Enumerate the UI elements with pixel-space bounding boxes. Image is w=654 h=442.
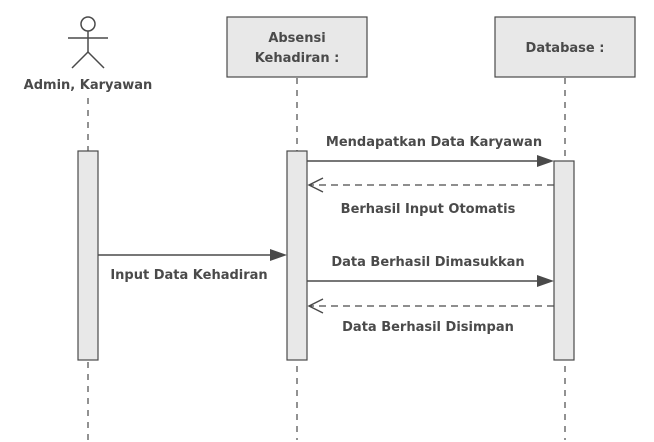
- message-label-4: Data Berhasil Dimasukkan: [331, 255, 524, 270]
- participant-box-absensi: [226, 16, 368, 78]
- arrowhead-1: [537, 155, 554, 167]
- actor-label: Admin, Karyawan: [24, 78, 153, 93]
- activation-absensi: [286, 150, 308, 361]
- participant-absensi-line1: Absensi: [268, 31, 325, 46]
- arrowhead-5: [307, 298, 324, 314]
- stick-figure-icon: [68, 16, 108, 69]
- activation-database: [553, 160, 575, 361]
- message-label-5: Data Berhasil Disimpan: [342, 320, 514, 335]
- participant-absensi-line2: Kehadiran :: [255, 51, 340, 66]
- message-label-2: Berhasil Input Otomatis: [341, 202, 516, 217]
- arrowhead-4: [537, 275, 554, 287]
- arrowhead-2: [307, 177, 324, 193]
- message-label-3: Input Data Kehadiran: [110, 268, 267, 283]
- activation-actor: [77, 150, 99, 361]
- message-label-1: Mendapatkan Data Karyawan: [326, 135, 542, 150]
- arrowhead-3: [270, 249, 287, 261]
- participant-database-label: Database :: [526, 41, 605, 56]
- participant-box-database: [494, 16, 636, 78]
